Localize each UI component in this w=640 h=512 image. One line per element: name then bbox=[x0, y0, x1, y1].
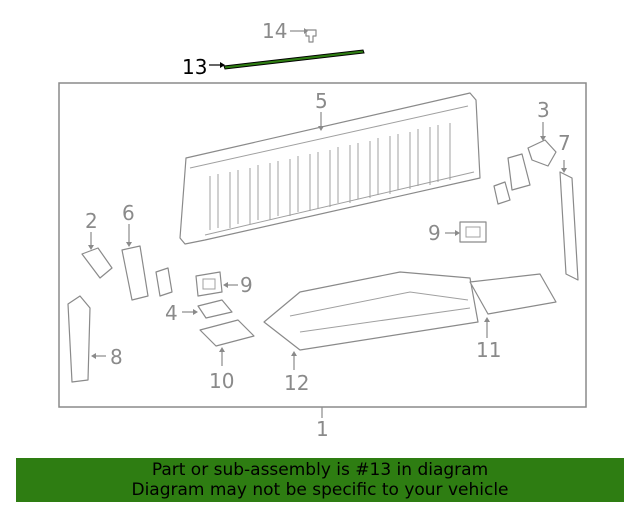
banner-line-1: Part or sub-assembly is #13 in diagram bbox=[151, 460, 489, 480]
arrow-4 bbox=[193, 309, 198, 315]
arrow-5 bbox=[318, 126, 324, 131]
callout-5: 5 bbox=[315, 89, 328, 113]
part-9-upper-bracket[interactable] bbox=[459, 221, 487, 243]
part-5-tailgate-panel[interactable] bbox=[179, 92, 481, 245]
arrow-12 bbox=[291, 351, 297, 356]
callout-9b: 9 bbox=[240, 273, 253, 297]
arrow-13 bbox=[220, 62, 225, 68]
callout-13: 13 bbox=[182, 55, 207, 79]
arrow-8 bbox=[91, 353, 96, 359]
callout-2: 2 bbox=[85, 209, 98, 233]
arrow-3 bbox=[540, 136, 546, 141]
callout-8: 8 bbox=[110, 345, 123, 369]
part-9-lower-bracket[interactable] bbox=[195, 271, 223, 297]
callout-9a: 9 bbox=[428, 221, 441, 245]
arrow-2 bbox=[88, 245, 94, 250]
part-11-floor-plate[interactable] bbox=[469, 273, 557, 315]
part-12-crossmember[interactable] bbox=[263, 271, 479, 351]
notice-banner: Part or sub-assembly is #13 in diagram D… bbox=[16, 458, 624, 502]
arrow-14 bbox=[304, 28, 308, 34]
part-7-side-rail[interactable] bbox=[559, 171, 579, 281]
arrow-10 bbox=[219, 347, 225, 352]
callout-3: 3 bbox=[537, 98, 550, 122]
part-13-weatherstrip[interactable] bbox=[223, 49, 365, 70]
callout-10: 10 bbox=[209, 369, 234, 393]
callout-14: 14 bbox=[262, 19, 287, 43]
part-10-bracket[interactable] bbox=[199, 319, 255, 347]
callout-6: 6 bbox=[122, 201, 135, 225]
part-8-pillar[interactable] bbox=[67, 295, 91, 383]
callout-12: 12 bbox=[284, 371, 309, 395]
part-3-hinge-bracket[interactable] bbox=[493, 139, 557, 205]
part-6-bracket[interactable] bbox=[121, 245, 173, 301]
arrow-9b bbox=[223, 282, 228, 288]
part-2-bracket[interactable] bbox=[81, 247, 113, 279]
banner-line-2: Diagram may not be specific to your vehi… bbox=[131, 480, 509, 500]
arrow-9a bbox=[455, 230, 460, 236]
part-4-bracket[interactable] bbox=[197, 299, 233, 319]
arrow-6 bbox=[126, 242, 132, 247]
callout-1: 1 bbox=[316, 417, 329, 441]
arrow-7 bbox=[561, 168, 567, 173]
callout-4: 4 bbox=[165, 301, 178, 325]
arrow-11 bbox=[484, 317, 490, 322]
callout-7: 7 bbox=[558, 131, 571, 155]
part-14-clip[interactable] bbox=[305, 29, 317, 43]
callout-11: 11 bbox=[476, 338, 501, 362]
